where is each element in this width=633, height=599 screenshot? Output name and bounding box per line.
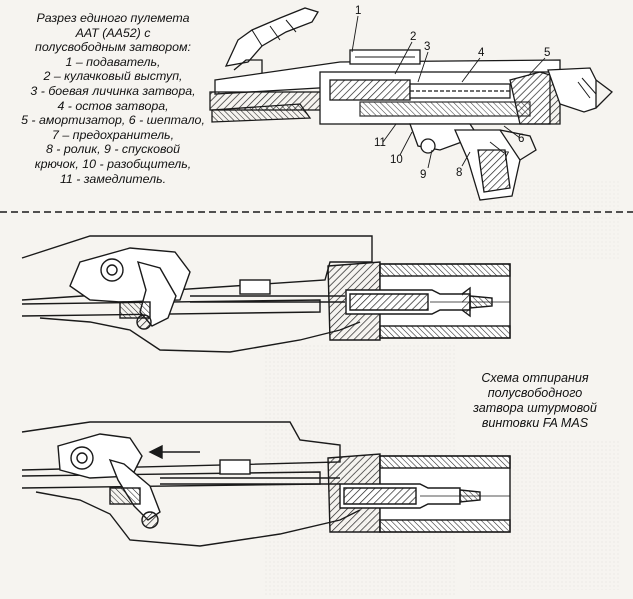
aa52-legend-line-4: 4 - остов затвора, [57, 98, 169, 113]
callout-3: 3 [424, 41, 430, 53]
callout-7: 7 [503, 151, 509, 163]
callout-6: 6 [518, 133, 524, 145]
callout-11: 11 [374, 137, 386, 149]
aa52-legend-line-8: крючок, 10 - разобщитель, [34, 156, 192, 171]
aa52-cutaway-drawing [209, 7, 613, 201]
callout-1: 1 [355, 5, 361, 17]
aa52-legend-line-5: 5 - амортизатор, 6 - шептало, [21, 113, 205, 128]
aa52-legend-line-6: 7 – предохранитель, [51, 127, 175, 142]
famas-caption-line-4: винтовки FA MAS [481, 416, 589, 430]
callout-8: 8 [456, 167, 462, 179]
aa52-legend-line-3: 3 - боевая личинка затвора, [30, 83, 196, 98]
aa52-caption: Разрез единого пулемета AAT (AA52) с пол… [6, 11, 220, 186]
aa52-legend-line-2: 2 – кулачковый выступ, [43, 69, 183, 84]
callout-4: 4 [478, 47, 485, 59]
aa52-legend-line-7: 8 - ролик, 9 - спусковой [45, 142, 181, 157]
famas-caption: Схема отпирания полусвободного затвора ш… [450, 371, 620, 431]
famas-caption-line-2: полусвободного [487, 386, 583, 400]
famas-bolt-closed [21, 235, 511, 353]
famas-caption-line-3: затвора штурмовой [473, 401, 597, 415]
callout-10: 10 [390, 154, 403, 166]
aa52-legend-line-1: 1 – подаватель, [65, 54, 161, 69]
aa52-title-line-2: AAT (AA52) с [75, 25, 151, 40]
callout-2: 2 [410, 31, 416, 43]
aa52-legend-line-9: 11 - замедлитель. [59, 171, 167, 186]
callout-9: 9 [420, 169, 426, 181]
callout-group [351, 15, 546, 169]
aa52-title-line-3: полусвободным затвором: [35, 40, 191, 55]
famas-bolt-unlocking [21, 421, 511, 547]
famas-caption-line-1: Схема отпирания [481, 371, 589, 385]
callout-labels: 1 2 3 4 5 6 7 8 9 10 11 [355, 5, 550, 181]
callout-5: 5 [544, 47, 550, 59]
aa52-title-line-1: Разрез единого пулемета [36, 11, 190, 25]
